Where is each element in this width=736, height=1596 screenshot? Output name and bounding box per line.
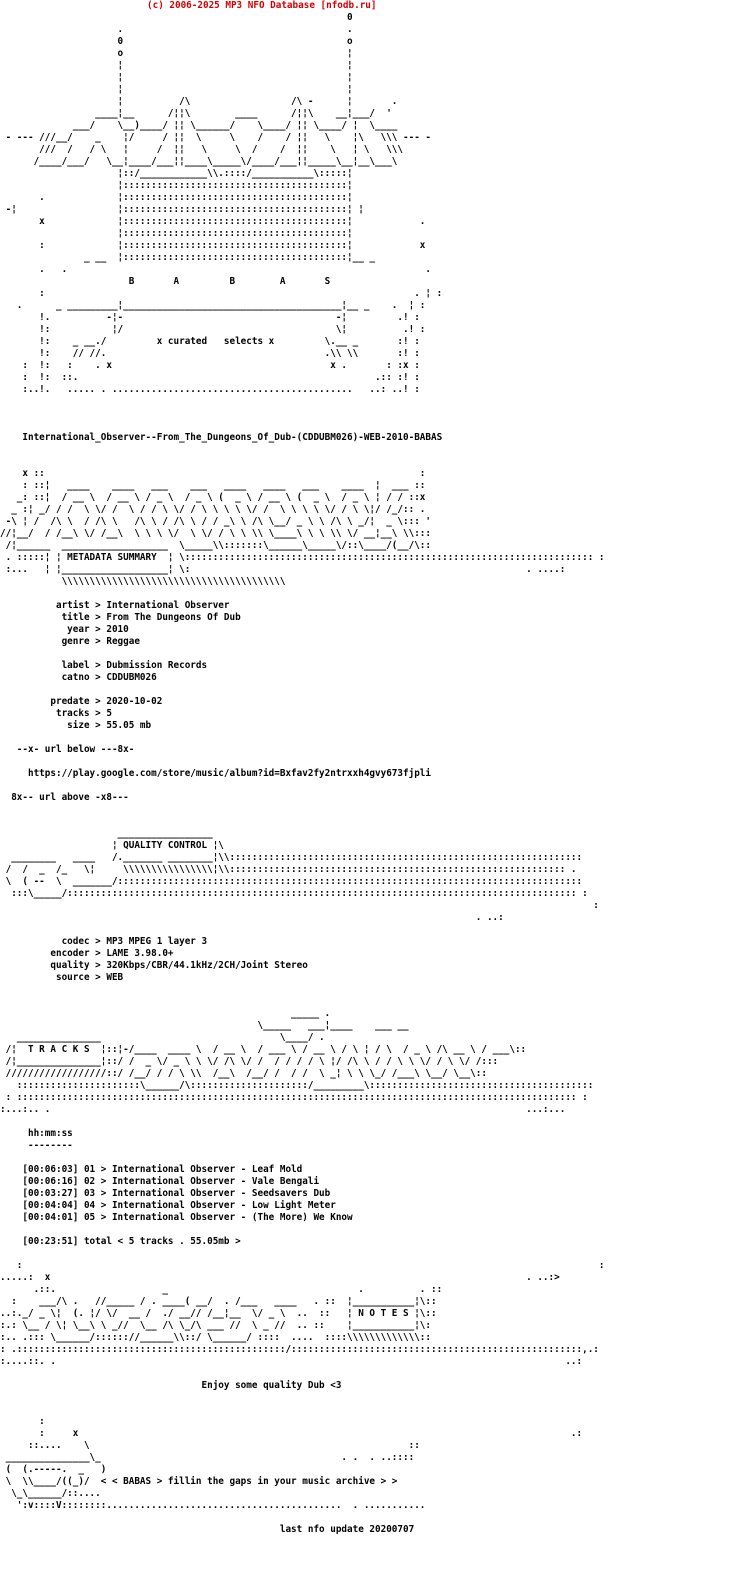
site-copyright-header: (c) 2006-2025 MP3 NFO Database [nfodb.ru… (147, 0, 377, 11)
nfo-ascii-text: 0 . . 0 o o ¦ (0, 12, 605, 1535)
